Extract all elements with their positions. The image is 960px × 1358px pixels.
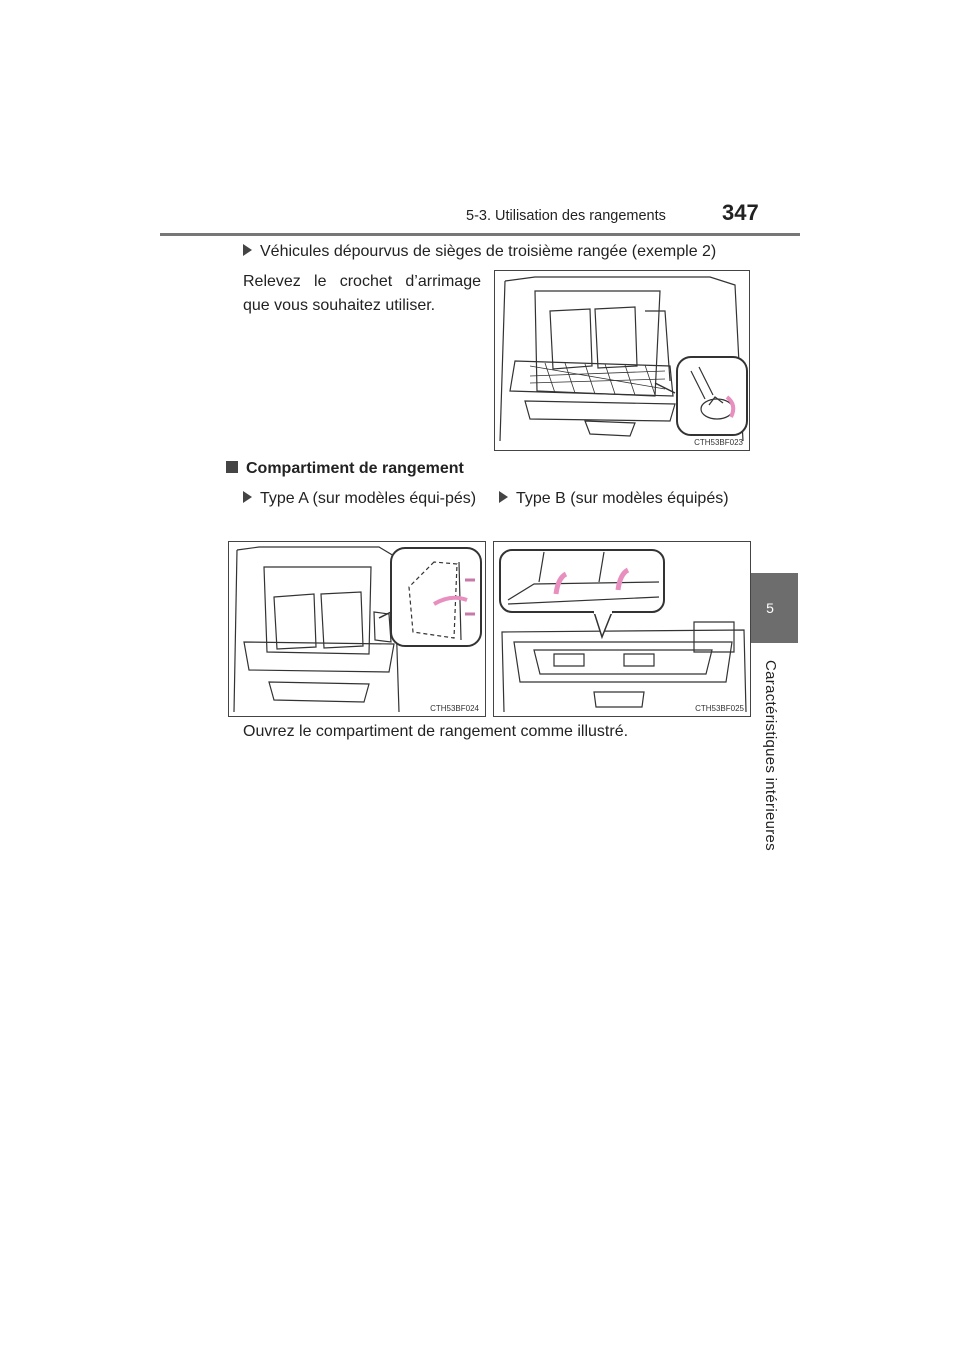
section-title: 5-3. Utilisation des rangements xyxy=(466,208,666,224)
triangle-bullet-icon xyxy=(243,243,252,256)
type-a-label: Type A (sur modèles équi-pés) xyxy=(243,487,481,511)
storage-type-a-illustration xyxy=(233,546,482,713)
figure-code-1: CTH53BF023 xyxy=(694,438,743,447)
heading-storage-compartment-text: Compartiment de rangement xyxy=(246,460,464,477)
storage-type-b-illustration xyxy=(499,549,747,713)
type-b-label: Type B (sur modèles équipés) xyxy=(499,487,749,511)
subheading-no-third-row: Véhicules dépourvus de sièges de troisiè… xyxy=(243,240,763,264)
chapter-tab: 5 xyxy=(742,573,798,643)
square-bullet-icon xyxy=(226,460,238,473)
header-divider xyxy=(160,233,800,236)
type-a-label-text: Type A (sur modèles équi-pés) xyxy=(260,490,477,507)
figure-code-b: CTH53BF025 xyxy=(695,704,744,713)
page-number: 347 xyxy=(722,200,759,225)
figure-tie-down-hook: CTH53BF023 xyxy=(494,270,750,451)
chapter-number: 5 xyxy=(766,600,774,616)
cargo-net-illustration xyxy=(499,276,748,442)
type-b-label-text: Type B (sur modèles équipés) xyxy=(516,490,729,507)
figure-code-a: CTH53BF024 xyxy=(430,704,479,713)
chapter-label: Caractéristiques intérieures xyxy=(762,660,779,851)
caption-open-compartment: Ouvrez le compartiment de rangement comm… xyxy=(243,723,629,740)
subheading-no-third-row-text: Véhicules dépourvus de sièges de troisiè… xyxy=(260,243,717,260)
triangle-bullet-icon xyxy=(499,490,508,503)
heading-storage-compartment: Compartiment de rangement xyxy=(226,457,464,481)
triangle-bullet-icon xyxy=(243,490,252,503)
figure-type-a: CTH53BF024 xyxy=(228,541,486,717)
instruction-raise-hook: Relevez le crochet d’arrimage que vous s… xyxy=(243,273,481,314)
figure-type-b: CTH53BF025 xyxy=(493,541,751,717)
